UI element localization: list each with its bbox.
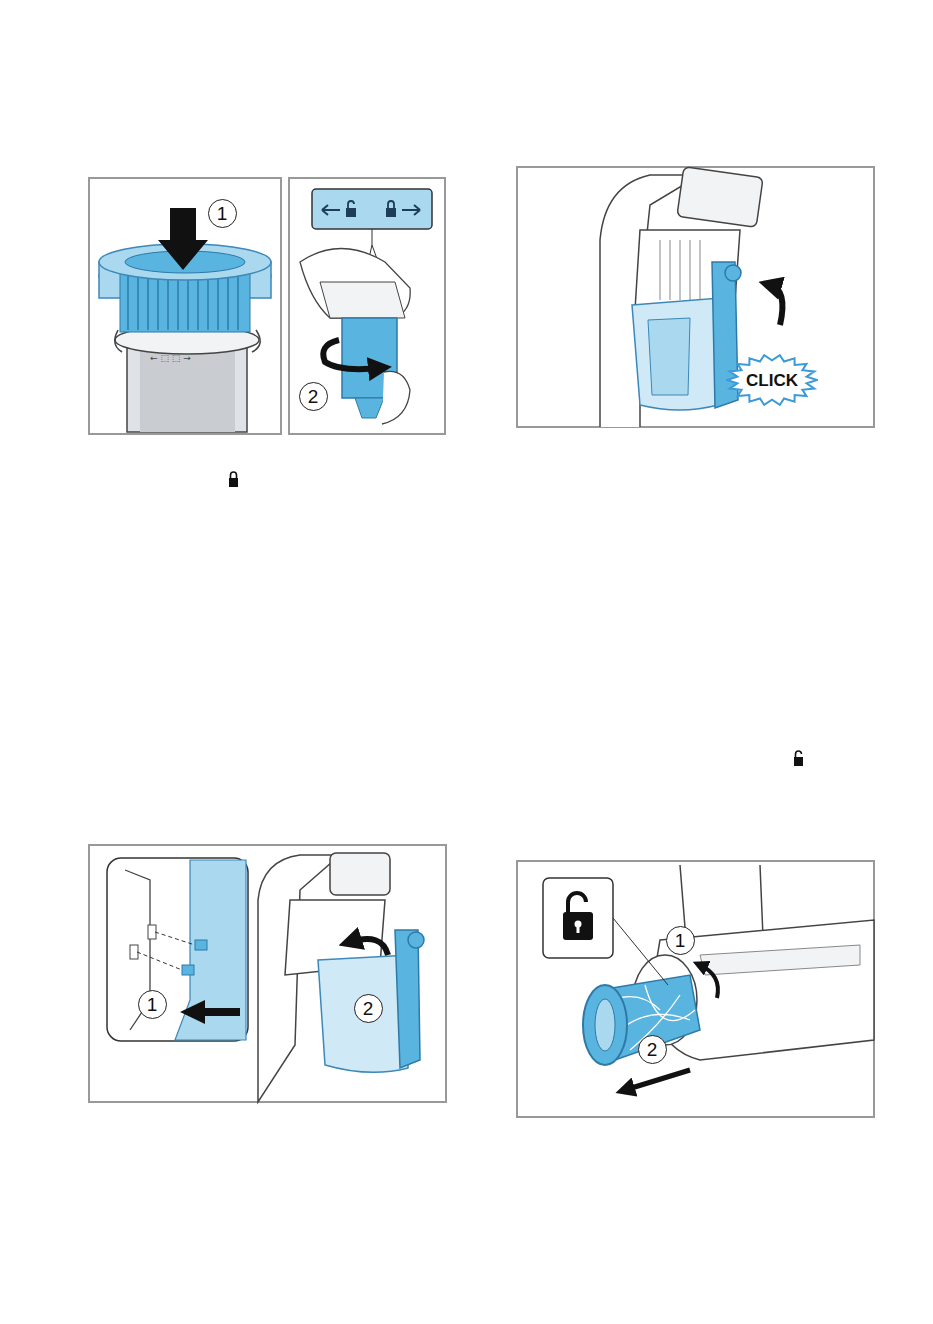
filter-twist-figure [289, 178, 445, 434]
callout-number: 1 [208, 199, 237, 228]
lock-glyph [229, 472, 238, 487]
click-label: CLICK [746, 372, 798, 389]
unlock-glyph [794, 751, 803, 766]
container-attach-figure [89, 845, 446, 1102]
callout-text: 2 [647, 1040, 658, 1059]
brush-roll-figure [517, 861, 874, 1117]
callout-number: 1 [666, 926, 695, 955]
callout-text: 2 [363, 999, 374, 1018]
callout-number: 2 [299, 382, 328, 411]
callout-text: 1 [675, 931, 686, 950]
svg-text:← ⬚ ⬚ →: ← ⬚ ⬚ → [150, 353, 191, 363]
click-starburst: CLICK [726, 354, 818, 406]
filter-insert-figure: ← ⬚ ⬚ → [89, 178, 281, 434]
callout-number: 2 [354, 994, 383, 1023]
callout-number: 1 [138, 990, 167, 1019]
container-click-figure [517, 167, 874, 427]
callout-text: 1 [147, 995, 158, 1014]
callout-number: 2 [638, 1035, 667, 1064]
callout-text: 1 [217, 204, 228, 223]
callout-text: 2 [308, 387, 319, 406]
